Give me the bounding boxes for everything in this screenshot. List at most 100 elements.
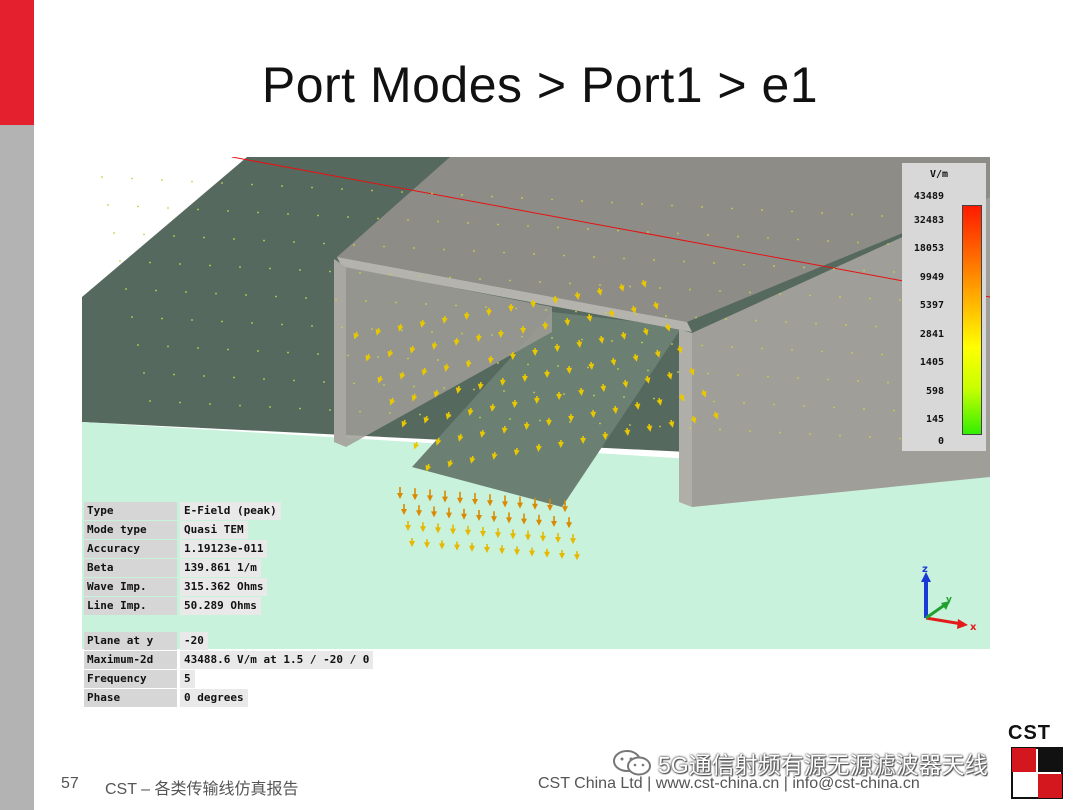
- field-dot: [479, 278, 481, 280]
- field-dot: [827, 378, 829, 381]
- field-arrow: [491, 511, 497, 523]
- field-dot: [893, 271, 895, 273]
- field-dot: [269, 406, 271, 408]
- field-arrow: [457, 433, 464, 442]
- field-arrow: [487, 494, 493, 507]
- field-arrow: [439, 540, 445, 550]
- field-dot: [869, 297, 871, 300]
- field-dot: [683, 399, 685, 401]
- field-dot: [167, 345, 169, 348]
- field-dot: [599, 422, 601, 425]
- field-dot: [671, 204, 673, 207]
- field-dot: [641, 341, 643, 344]
- legend-label: 32483: [913, 215, 944, 226]
- field-arrow: [551, 516, 557, 527]
- field-arrow: [652, 301, 659, 310]
- field-dot: [839, 296, 841, 298]
- info-key: Maximum-2d: [84, 651, 177, 669]
- field-dot: [353, 244, 355, 246]
- field-arrow: [642, 327, 649, 336]
- field-arrow: [401, 419, 408, 428]
- field-dot: [659, 287, 661, 289]
- field-dot: [467, 222, 469, 224]
- field-dot: [737, 374, 739, 376]
- field-arrow: [510, 529, 516, 540]
- field-dot: [149, 400, 151, 402]
- field-arrow: [602, 431, 609, 440]
- field-dot: [311, 186, 313, 189]
- field-arrow: [620, 331, 627, 340]
- field-dot: [167, 207, 169, 209]
- field-dot: [581, 200, 583, 202]
- field-dot: [587, 366, 589, 369]
- field-dot: [767, 375, 769, 378]
- field-dot: [509, 279, 511, 282]
- field-dot: [887, 243, 889, 245]
- field-dot: [809, 433, 811, 435]
- field-dot: [173, 373, 175, 376]
- field-arrow: [640, 279, 647, 288]
- cst-logo-mark: [1011, 747, 1063, 799]
- field-dot: [251, 322, 253, 324]
- field-arrow: [424, 539, 430, 549]
- field-arrow: [375, 327, 382, 336]
- field-dot: [149, 261, 151, 264]
- info-value: Quasi TEM: [180, 521, 248, 539]
- field-dot: [767, 237, 769, 239]
- field-arrow: [566, 517, 572, 529]
- field-dot: [281, 323, 283, 326]
- field-arrow: [423, 415, 430, 424]
- field-arrow: [517, 496, 523, 509]
- field-arrow: [469, 455, 476, 464]
- field-dot: [257, 211, 259, 214]
- field-dot: [131, 177, 133, 180]
- field-dot: [623, 257, 625, 260]
- field-arrow: [419, 319, 426, 328]
- x-axis-head: [957, 619, 968, 629]
- field-dot: [323, 242, 325, 245]
- box-left-wall-inner: [346, 267, 552, 447]
- field-dot: [539, 281, 541, 283]
- info-key: Line Imp.: [84, 597, 177, 615]
- field-arrow: [397, 487, 403, 499]
- field-arrows: [101, 176, 979, 561]
- field-arrow: [566, 365, 573, 374]
- field-arrow: [409, 345, 416, 354]
- box-right-wall: [679, 329, 692, 507]
- field-dot: [527, 363, 529, 366]
- field-dot: [623, 396, 625, 398]
- field-arrow: [544, 369, 551, 378]
- field-dot: [851, 352, 853, 354]
- field-arrow: [568, 413, 575, 422]
- field-dot: [203, 375, 205, 377]
- legend-label: 43489: [913, 191, 944, 202]
- field-arrow: [475, 333, 482, 342]
- field-arrow: [580, 435, 587, 444]
- field-dot: [557, 365, 559, 367]
- field-arrow: [666, 371, 673, 380]
- 3d-viewport[interactable]: [82, 157, 990, 649]
- field-dot: [677, 371, 679, 373]
- field-arrow: [416, 505, 422, 517]
- field-dot: [269, 267, 271, 270]
- field-dot: [329, 409, 331, 411]
- field-arrow: [399, 371, 406, 380]
- field-dot: [503, 390, 505, 392]
- field-arrow: [495, 528, 501, 539]
- field-dot: [557, 226, 559, 229]
- field-dot: [419, 275, 421, 277]
- field-arrow: [442, 490, 448, 503]
- field-dot: [329, 270, 331, 273]
- field-arrow: [529, 547, 535, 557]
- field-dot: [551, 198, 553, 201]
- field-dot: [233, 376, 235, 379]
- field-dot: [533, 391, 535, 394]
- field-arrow: [690, 415, 697, 424]
- field-dot: [497, 223, 499, 226]
- field-dot: [797, 238, 799, 241]
- field-dot: [467, 360, 469, 363]
- field-dot: [569, 421, 571, 423]
- field-dot: [521, 335, 523, 338]
- field-dot: [839, 434, 841, 437]
- field-arrow: [387, 349, 394, 358]
